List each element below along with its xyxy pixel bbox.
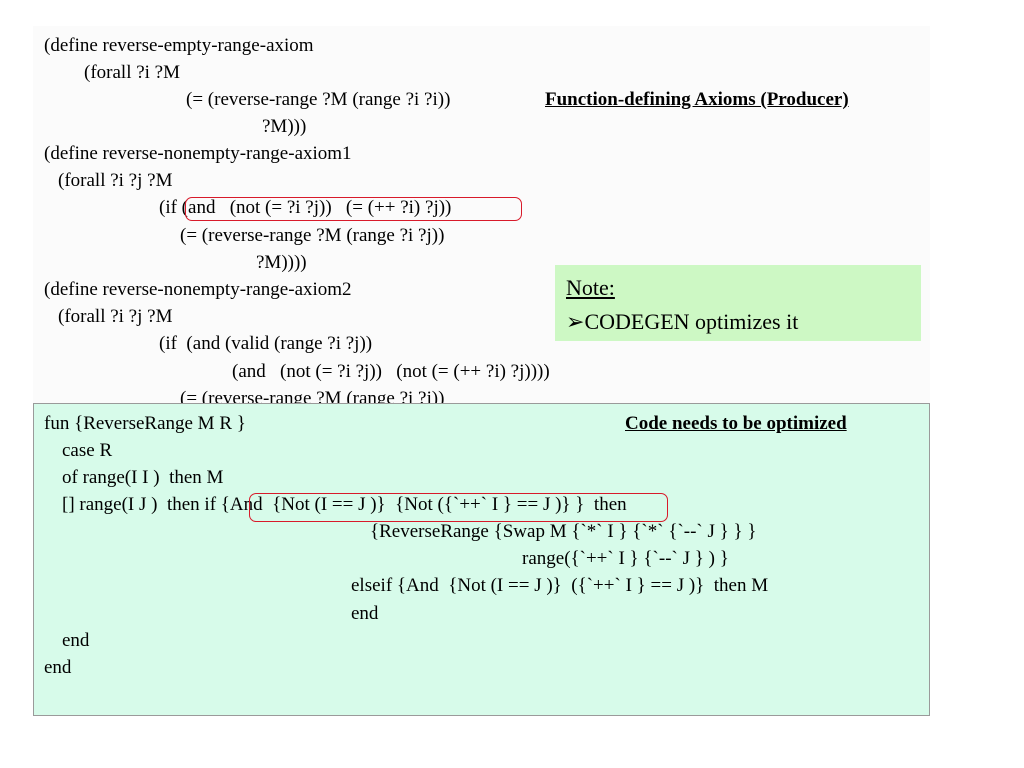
code-line: of range(I I ) then M	[62, 467, 224, 488]
code-line: end	[44, 657, 72, 678]
note-item: ➢CODEGEN optimizes it	[566, 309, 798, 335]
code-line: (= (reverse-range ?M (range ?i ?j))	[180, 225, 445, 246]
optimize-heading: Code needs to be optimized	[625, 413, 847, 434]
code-line: ?M)))	[262, 116, 307, 137]
code-line: {ReverseRange {Swap M {`*` I } {`*` {`--…	[370, 521, 757, 542]
arrow-bullet-icon: ➢	[566, 309, 585, 334]
code-line: (= (reverse-range ?M (range ?i ?j))	[180, 388, 445, 404]
code-line: end	[62, 630, 90, 651]
axioms-code-panel: (define reverse-empty-range-axiom (foral…	[33, 26, 930, 404]
note-title: Note:	[566, 275, 615, 300]
code-line: (forall ?i ?j ?M	[58, 170, 173, 191]
code-line: ?M))))	[256, 252, 307, 273]
condition-highlight	[185, 197, 522, 221]
code-line: elseif {And {Not (I == J )} ({`++` I } =…	[351, 575, 769, 596]
code-line: (forall ?i ?M	[84, 62, 181, 83]
code-line: case R	[62, 440, 113, 461]
code-line: (and (not (= ?i ?j)) (not (= (++ ?i) ?j)…	[232, 361, 550, 382]
code-line: end	[351, 603, 379, 624]
code-line: range({`++` I } {`--` J } ) }	[522, 548, 729, 569]
axioms-heading: Function-defining Axioms (Producer)	[545, 89, 849, 110]
code-line: (define reverse-empty-range-axiom	[44, 35, 314, 56]
generated-code-panel: fun {ReverseRange M R } Code needs to be…	[33, 403, 930, 716]
code-line: (forall ?i ?j ?M	[58, 306, 173, 327]
code-line: fun {ReverseRange M R }	[44, 413, 246, 434]
condition-highlight	[249, 493, 668, 522]
code-line: [] range(I J ) then if {And {Not (I == J…	[62, 494, 627, 515]
code-line: (= (reverse-range ?M (range ?i ?i))	[186, 89, 451, 110]
note-item-text: CODEGEN optimizes it	[584, 309, 799, 334]
code-line: (define reverse-nonempty-range-axiom1	[44, 143, 352, 164]
code-line: (define reverse-nonempty-range-axiom2	[44, 279, 352, 300]
note-box: Note: ➢CODEGEN optimizes it	[555, 265, 921, 341]
code-line: (if (and (valid (range ?i ?j))	[159, 333, 373, 354]
code-line: (if (and (not (= ?i ?j)) (= (++ ?i) ?j))	[159, 197, 452, 218]
